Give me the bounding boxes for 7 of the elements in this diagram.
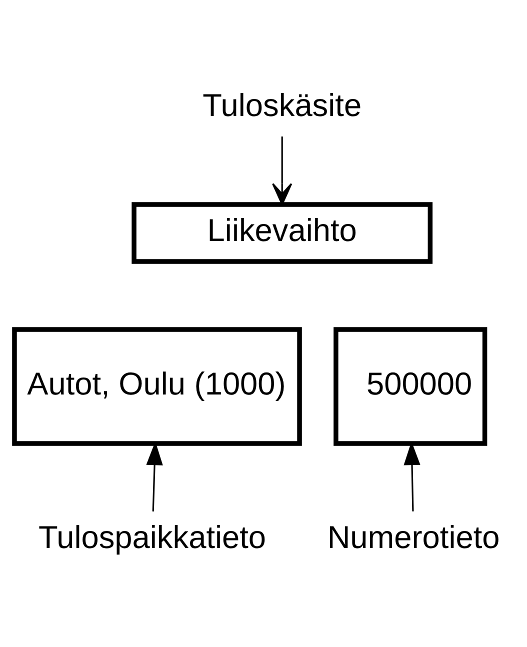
node-box: 500000 <box>334 326 488 446</box>
node-box: Autot, Oulu (1000) <box>12 326 302 446</box>
node-text: Tulospaikkatieto <box>38 518 266 555</box>
node-text: Numerotieto <box>327 518 500 555</box>
node-box: Liikevaihto <box>132 202 433 264</box>
arrow <box>272 136 292 205</box>
node-text: Tuloskäsite <box>202 86 362 122</box>
